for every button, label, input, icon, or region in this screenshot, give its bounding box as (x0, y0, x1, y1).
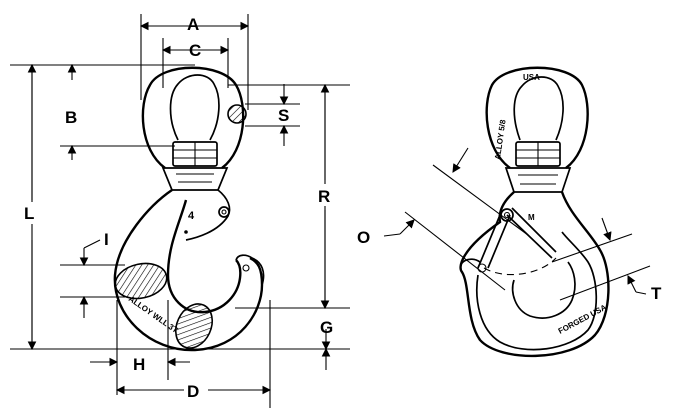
hook-section-left (114, 262, 168, 300)
left-dimensions: A C L B R S (10, 14, 350, 408)
dim-label-S: S (278, 106, 289, 125)
dim-label-G: G (320, 318, 333, 337)
shank-m-mark: M (528, 213, 535, 222)
dim-label-I: I (104, 230, 109, 249)
dim-label-R: R (318, 187, 330, 206)
dim-label-A: A (187, 15, 199, 34)
left-hook-view: 4 ALLOY WLL 3T (113, 66, 265, 352)
dim-label-D: D (187, 382, 199, 401)
alloy-wll-mark: ALLOY WLL 3T (127, 294, 180, 335)
dim-label-T: T (651, 284, 662, 303)
dim-label-H: H (133, 355, 145, 374)
usa-mark: USA (523, 73, 540, 82)
right-hook-view: USA ALLOY 5/8 M FORGED USA (459, 66, 610, 358)
dim-label-L: L (24, 204, 34, 223)
hook-section-bottom (174, 303, 214, 349)
grade-mark: 4 (188, 210, 195, 222)
forged-usa-mark: FORGED USA (557, 303, 609, 336)
dim-label-B: B (65, 108, 77, 127)
dim-label-C: C (189, 41, 201, 60)
alloy-size-mark: ALLOY 5/8 (493, 119, 508, 161)
pin-section (227, 104, 247, 124)
right-dimensions: O T (357, 147, 662, 303)
dim-label-O: O (357, 228, 370, 247)
